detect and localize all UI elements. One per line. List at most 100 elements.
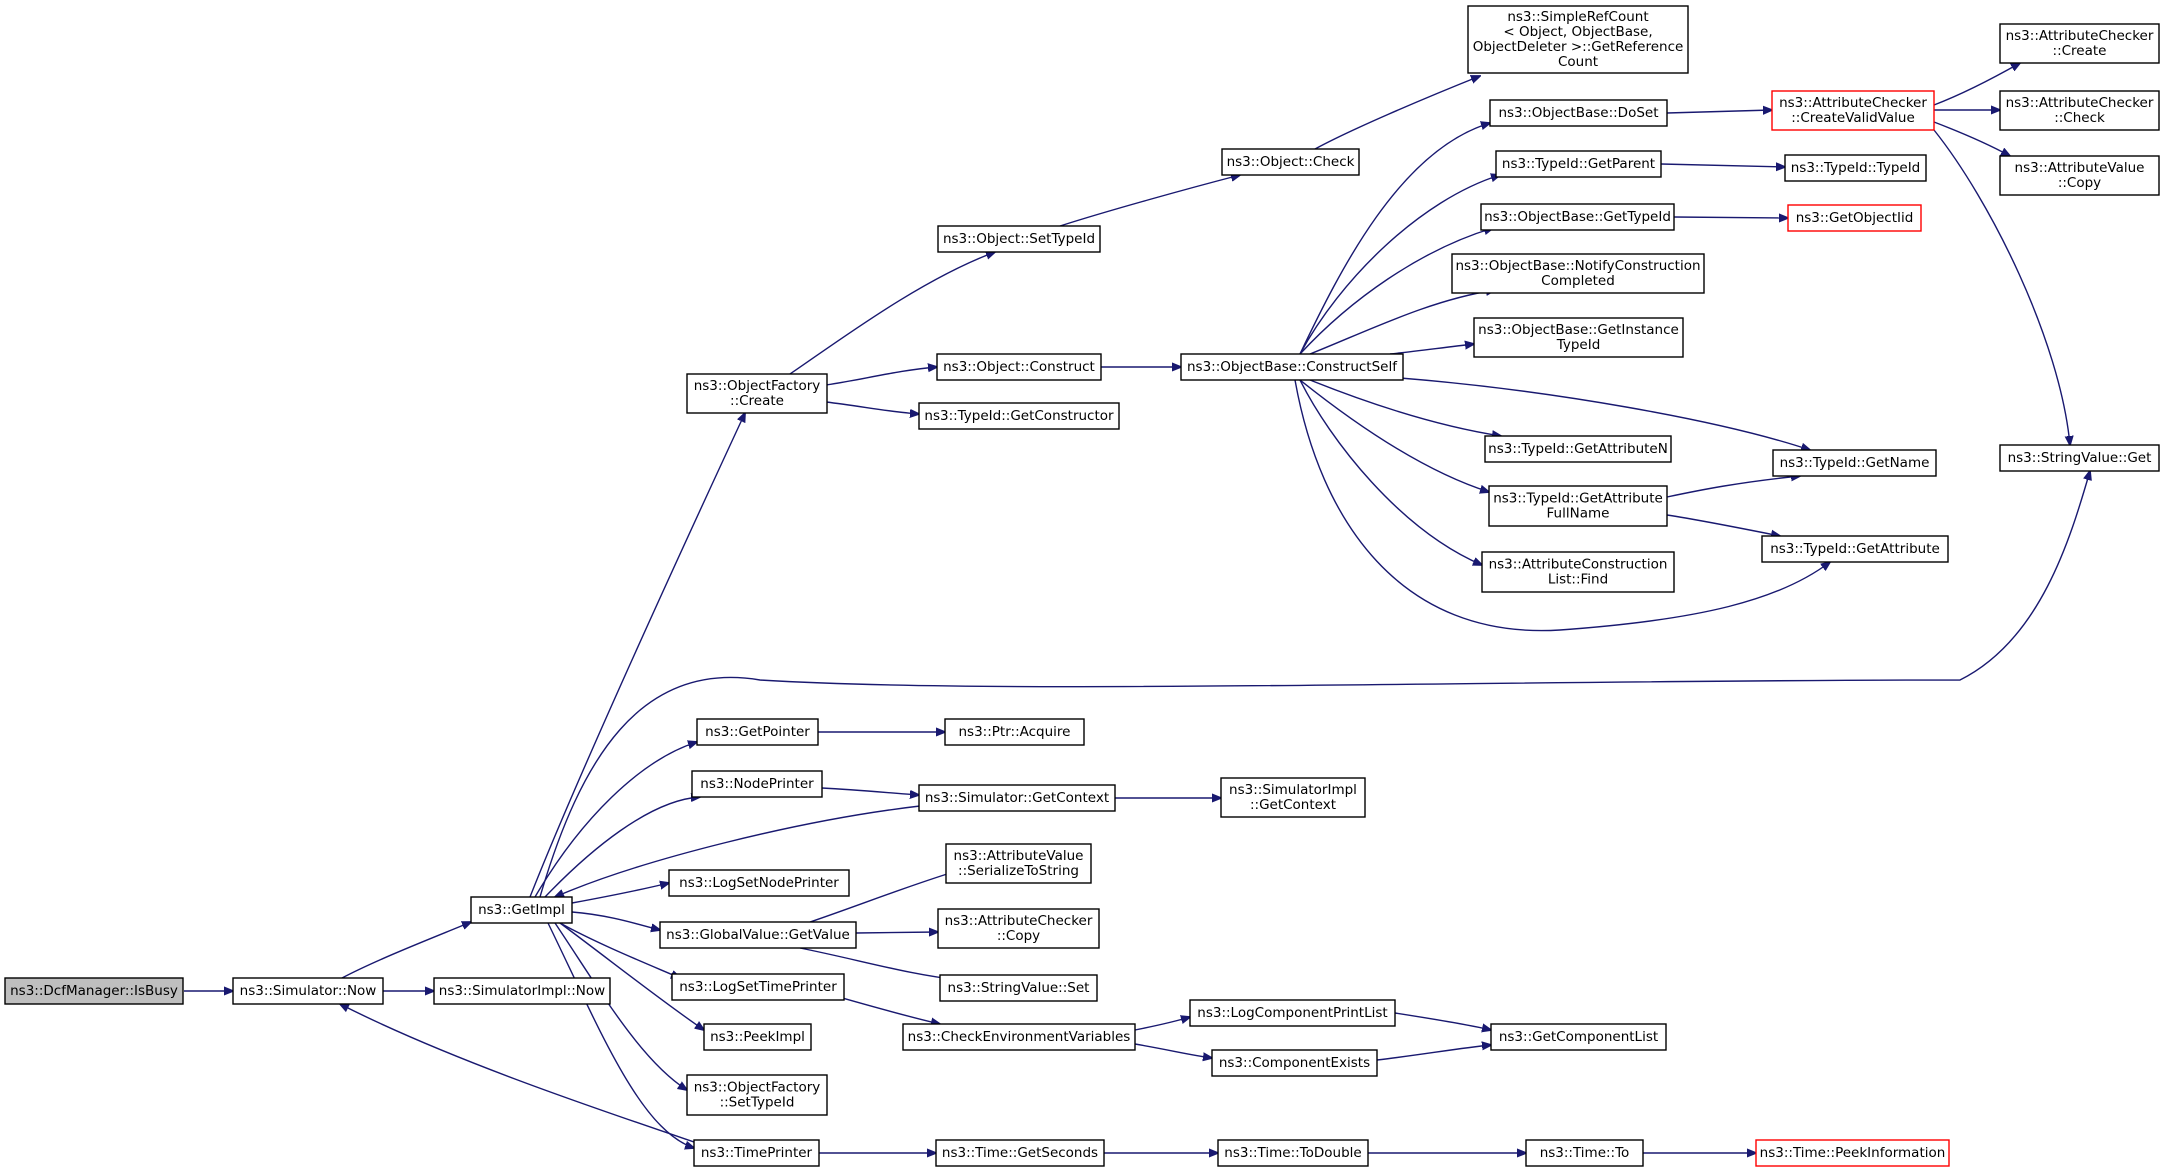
node-box[interactable] — [1772, 449, 1937, 477]
node-ptr-acquire[interactable]: ns3::Ptr::Acquire — [944, 718, 1085, 746]
node-box[interactable] — [1784, 154, 1927, 182]
node-ac-check[interactable]: ns3::AttributeChecker::Check — [1999, 90, 2160, 131]
node-sim-now[interactable]: ns3::Simulator::Now — [232, 977, 384, 1005]
node-of-settypeid[interactable]: ns3::ObjectFactory::SetTypeId — [686, 1074, 828, 1116]
node-peekimpl[interactable]: ns3::PeekImpl — [703, 1023, 812, 1051]
node-box[interactable] — [1525, 1139, 1644, 1167]
node-box[interactable] — [1217, 1139, 1369, 1167]
node-box[interactable] — [936, 353, 1102, 381]
node-box[interactable] — [1189, 999, 1396, 1027]
node-box[interactable] — [1771, 90, 1935, 131]
node-box[interactable] — [671, 973, 845, 1001]
node-time-getseconds[interactable]: ns3::Time::GetSeconds — [935, 1139, 1105, 1167]
node-obj-settypeid[interactable]: ns3::Object::SetTypeId — [937, 225, 1101, 253]
node-logsetnodeprinter[interactable]: ns3::LogSetNodePrinter — [668, 869, 850, 897]
node-checkenv[interactable]: ns3::CheckEnvironmentVariables — [902, 1023, 1136, 1051]
node-compexists[interactable]: ns3::ComponentExists — [1211, 1049, 1378, 1077]
node-tid-getattr[interactable]: ns3::TypeId::GetAttribute — [1761, 535, 1949, 563]
node-box[interactable] — [918, 402, 1120, 430]
node-getobjectiid[interactable]: ns3::GetObjectIid — [1787, 204, 1922, 232]
node-box[interactable] — [686, 373, 828, 414]
node-tid-getname[interactable]: ns3::TypeId::GetName — [1772, 449, 1937, 477]
node-box[interactable] — [1220, 777, 1366, 818]
node-ob-constructself[interactable]: ns3::ObjectBase::ConstructSelf — [1180, 353, 1404, 381]
node-box[interactable] — [937, 908, 1100, 949]
node-box[interactable] — [935, 1139, 1105, 1167]
node-tid-getparent[interactable]: ns3::TypeId::GetParent — [1495, 150, 1662, 178]
node-box[interactable] — [1467, 5, 1689, 74]
node-box[interactable] — [1221, 148, 1360, 176]
node-time-todouble[interactable]: ns3::Time::ToDouble — [1217, 1139, 1369, 1167]
node-av-copy[interactable]: ns3::AttributeValue::Copy — [1999, 155, 2160, 196]
node-box[interactable] — [696, 718, 819, 746]
node-getpointer[interactable]: ns3::GetPointer — [696, 718, 819, 746]
node-box[interactable] — [433, 977, 611, 1005]
node-box[interactable] — [1480, 203, 1675, 231]
node-time-to[interactable]: ns3::Time::To — [1525, 1139, 1644, 1167]
node-getcomplist[interactable]: ns3::GetComponentList — [1490, 1023, 1667, 1051]
node-tid-getconstructor[interactable]: ns3::TypeId::GetConstructor — [918, 402, 1120, 430]
node-box[interactable] — [1481, 551, 1675, 593]
node-box[interactable] — [939, 974, 1098, 1002]
node-box[interactable] — [4, 977, 184, 1005]
node-box[interactable] — [944, 718, 1085, 746]
node-box[interactable] — [1999, 90, 2160, 131]
node-box[interactable] — [945, 843, 1092, 884]
node-box[interactable] — [686, 1074, 828, 1116]
node-box[interactable] — [703, 1023, 812, 1051]
node-isbusy[interactable]: ns3::DcfManager::IsBusy — [4, 977, 184, 1005]
node-box[interactable] — [1490, 1023, 1667, 1051]
node-box[interactable] — [668, 869, 850, 897]
node-box[interactable] — [1451, 253, 1705, 294]
node-box[interactable] — [918, 784, 1116, 812]
node-box[interactable] — [1473, 317, 1684, 358]
node-box[interactable] — [1180, 353, 1404, 381]
node-ob-gettypeid[interactable]: ns3::ObjectBase::GetTypeId — [1480, 203, 1675, 231]
node-timeprinter[interactable]: ns3::TimePrinter — [693, 1139, 820, 1167]
node-ob-doset[interactable]: ns3::ObjectBase::DoSet — [1489, 99, 1668, 127]
node-box[interactable] — [1488, 485, 1668, 527]
node-gv-getvalue[interactable]: ns3::GlobalValue::GetValue — [659, 921, 857, 949]
node-box[interactable] — [1484, 435, 1672, 463]
node-logsettimeprinter[interactable]: ns3::LogSetTimePrinter — [671, 973, 845, 1001]
node-box[interactable] — [937, 225, 1101, 253]
node-getimpl[interactable]: ns3::GetImpl — [470, 896, 573, 924]
node-time-peekinfo[interactable]: ns3::Time::PeekInformation — [1755, 1139, 1950, 1167]
node-ac-createvalid[interactable]: ns3::AttributeChecker::CreateValidValue — [1771, 90, 1935, 131]
node-box[interactable] — [691, 770, 823, 798]
node-obj-construct[interactable]: ns3::Object::Construct — [936, 353, 1102, 381]
node-box[interactable] — [1755, 1139, 1950, 1167]
node-box[interactable] — [1761, 535, 1949, 563]
node-sim-getcontext[interactable]: ns3::Simulator::GetContext — [918, 784, 1116, 812]
node-logcomplist[interactable]: ns3::LogComponentPrintList — [1189, 999, 1396, 1027]
node-av-serialize[interactable]: ns3::AttributeValue::SerializeToString — [945, 843, 1092, 884]
node-nodeprinter[interactable]: ns3::NodePrinter — [691, 770, 823, 798]
node-box[interactable] — [1999, 23, 2160, 64]
node-box[interactable] — [1211, 1049, 1378, 1077]
node-ac-create[interactable]: ns3::AttributeChecker::Create — [1999, 23, 2160, 64]
node-simimpl-now[interactable]: ns3::SimulatorImpl::Now — [433, 977, 611, 1005]
node-box[interactable] — [1495, 150, 1662, 178]
node-ac-copy[interactable]: ns3::AttributeChecker::Copy — [937, 908, 1100, 949]
node-box[interactable] — [902, 1023, 1136, 1051]
node-of-create[interactable]: ns3::ObjectFactory::Create — [686, 373, 828, 414]
node-ob-notify[interactable]: ns3::ObjectBase::NotifyConstructionCompl… — [1451, 253, 1705, 294]
node-box[interactable] — [1999, 155, 2160, 196]
node-tid-getattrn[interactable]: ns3::TypeId::GetAttributeN — [1484, 435, 1672, 463]
node-simimpl-getcontext[interactable]: ns3::SimulatorImpl::GetContext — [1220, 777, 1366, 818]
node-box[interactable] — [1787, 204, 1922, 232]
node-box[interactable] — [693, 1139, 820, 1167]
node-box[interactable] — [470, 896, 573, 924]
node-box[interactable] — [1999, 444, 2160, 472]
node-box[interactable] — [659, 921, 857, 949]
node-box[interactable] — [232, 977, 384, 1005]
node-sv-set[interactable]: ns3::StringValue::Set — [939, 974, 1098, 1002]
node-simplerefcount[interactable]: ns3::SimpleRefCount< Object, ObjectBase,… — [1467, 5, 1689, 74]
node-box[interactable] — [1489, 99, 1668, 127]
node-tid-typeid[interactable]: ns3::TypeId::TypeId — [1784, 154, 1927, 182]
node-obj-check[interactable]: ns3::Object::Check — [1221, 148, 1360, 176]
node-sv-get[interactable]: ns3::StringValue::Get — [1999, 444, 2160, 472]
